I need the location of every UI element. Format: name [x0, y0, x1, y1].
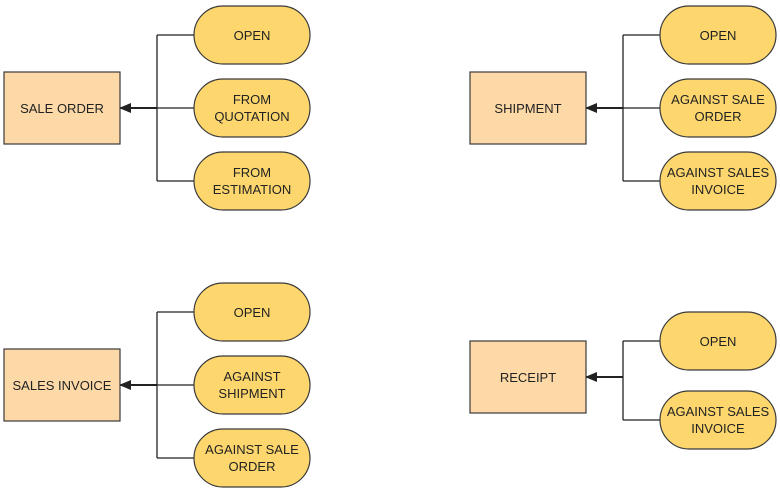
- sale-order-label: SALE ORDER: [20, 100, 104, 116]
- sales-invoice-option-open-pill: [193, 282, 311, 342]
- sale-order-option-from-estimation-label: FROM ESTIMATION: [212, 165, 292, 197]
- shipment-box: [469, 71, 587, 145]
- sale-order-option-from-quotation-label: FROM QUOTATION: [214, 92, 290, 124]
- shipment-label: SHIPMENT: [494, 100, 562, 116]
- sales-invoice-label: SALES INVOICE: [12, 377, 112, 393]
- receipt-box: [469, 340, 587, 414]
- shipment-option-open-pill: [659, 5, 777, 65]
- sales-invoice-option-against-shipment-label: AGAINST SHIPMENT: [218, 369, 286, 401]
- sales-invoice-option-against-shipment-pill: [193, 355, 311, 415]
- sales-invoice-option-open-label: OPEN: [233, 304, 271, 320]
- sales-invoice-box: [3, 348, 121, 422]
- sale-order-option-open-label: OPEN: [233, 27, 271, 43]
- receipt-label: RECEIPT: [499, 369, 557, 385]
- shipment-option-against-sales-invoice-pill: [659, 151, 777, 211]
- shipment-option-against-sale-order-pill: [659, 78, 777, 138]
- sales-invoice-option-against-sale-order-label: AGAINST SALE ORDER: [205, 442, 299, 474]
- sale-order-option-open-pill: [193, 5, 311, 65]
- shipment-option-open-label: OPEN: [699, 27, 737, 43]
- receipt-option-open-label: OPEN: [699, 333, 737, 349]
- receipt-option-against-sales-invoice-label: AGAINST SALES INVOICE: [666, 404, 770, 436]
- sale-order-option-from-estimation-pill: [193, 151, 311, 211]
- receipt-option-open-pill: [659, 311, 777, 371]
- sale-order-box: [3, 71, 121, 145]
- receipt-option-against-sales-invoice-pill: [659, 390, 777, 450]
- sales-invoice-option-against-sale-order-pill: [193, 428, 311, 488]
- sale-order-option-from-quotation-pill: [193, 78, 311, 138]
- shipment-option-against-sale-order-label: AGAINST SALE ORDER: [671, 92, 765, 124]
- shipment-option-against-sales-invoice-label: AGAINST SALES INVOICE: [666, 165, 770, 197]
